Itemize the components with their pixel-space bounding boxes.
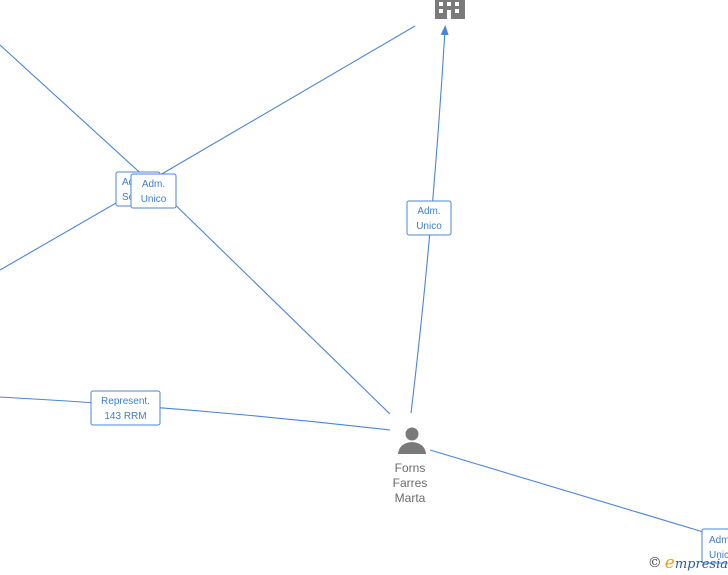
person-name-line: Forns (394, 461, 426, 475)
edge-label-line: 143 RRM (104, 411, 146, 422)
edge-person-to-bottomright (429, 449, 711, 535)
edge-label-line: Adm. (709, 535, 728, 546)
brand-name: mpresia (674, 557, 728, 572)
person-icon[interactable] (398, 427, 426, 455)
edge-label-line: Adm. (142, 179, 165, 190)
edge-label-represent[interactable]: Represent. 143 RRM (90, 390, 161, 426)
edge-left-to-hub (0, 194, 131, 271)
person-name-line: Farres (392, 476, 428, 490)
edge-label-line: Unico (416, 221, 442, 232)
person-name-line: Marta (394, 491, 426, 505)
edge-label-line: Represent. (101, 396, 150, 407)
edge-label-line: Adm. (417, 206, 440, 217)
edge-label-line: Unico (709, 550, 728, 561)
edge-label-adm-unico-bottom-right[interactable]: Adm. Unico (701, 528, 728, 564)
edge-label-adm-unico-left[interactable]: Adm. Unico (130, 173, 177, 209)
edge-represent-to-person (0, 396, 391, 431)
brand-initial: e (664, 553, 675, 573)
edge-label-adm-unico-center[interactable]: Adm. Unico (406, 200, 452, 236)
edge-label-line: Unico (141, 194, 167, 205)
building-icon[interactable] (435, 0, 465, 19)
empresia-watermark: © empresia (648, 553, 728, 573)
edge-hub-to-person (159, 189, 391, 415)
edge-hub-to-building (159, 25, 416, 176)
edge-topleft-to-hub (0, 44, 149, 181)
person-name[interactable]: Forns Farres Marta (380, 461, 440, 506)
copyright-symbol: © (647, 555, 662, 571)
